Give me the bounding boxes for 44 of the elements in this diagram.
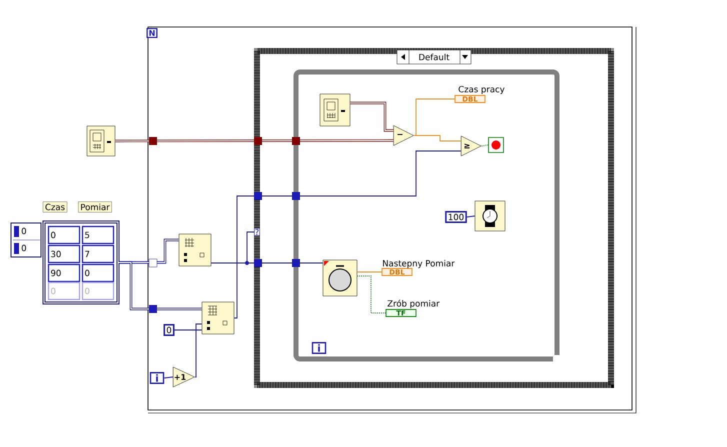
indicator-label: Czas pracy: [458, 86, 504, 94]
wait-function: [474, 200, 506, 232]
index-value: 0: [22, 228, 26, 234]
numeric-constant: 100: [445, 211, 467, 223]
index-array-function: [178, 234, 212, 266]
wire: [118, 261, 202, 310]
tick-count-function: [320, 94, 350, 126]
stop-terminal: [488, 137, 504, 153]
table-cell: 5: [82, 226, 114, 244]
operator-triangle: +1: [172, 366, 195, 388]
indicator-label: Nastepny Pomiar: [383, 260, 455, 268]
indicator-label: Zrób pomiar: [388, 300, 440, 308]
column-header: Czas: [42, 202, 68, 212]
iteration-terminal: i: [312, 342, 326, 354]
iteration-terminal: i: [150, 372, 164, 384]
tick-count-function: [86, 126, 116, 156]
index-value: 0: [22, 244, 26, 252]
table-cell: 0: [82, 264, 114, 282]
count-terminal: N: [146, 28, 158, 38]
table-cell: 0: [48, 282, 80, 300]
numeric-constant: 0: [164, 324, 174, 336]
case-selector-terminal: ?: [254, 228, 260, 236]
table-cell: 90: [48, 264, 80, 282]
table-cell: 0: [48, 226, 80, 244]
wire: [481, 144, 489, 146]
case-selector: Default: [396, 50, 472, 64]
wire: [466, 216, 476, 218]
column-header: Pomiar: [78, 202, 112, 212]
wire: [114, 139, 394, 142]
wire: [414, 98, 456, 136]
table-cell: 0: [82, 282, 114, 300]
wire: [194, 324, 202, 378]
wire: [414, 135, 462, 142]
elapsed-time-function: [322, 260, 358, 296]
wire: [234, 150, 462, 318]
table-cell: 30: [48, 244, 80, 264]
operator-triangle: ≥: [460, 136, 482, 156]
operator-triangle: −: [393, 125, 414, 146]
wire: [356, 276, 386, 314]
table-cell: 7: [82, 244, 114, 264]
wire: [164, 376, 174, 378]
wire: [350, 102, 394, 132]
wire: [210, 232, 255, 264]
index-array-function: [202, 302, 234, 334]
